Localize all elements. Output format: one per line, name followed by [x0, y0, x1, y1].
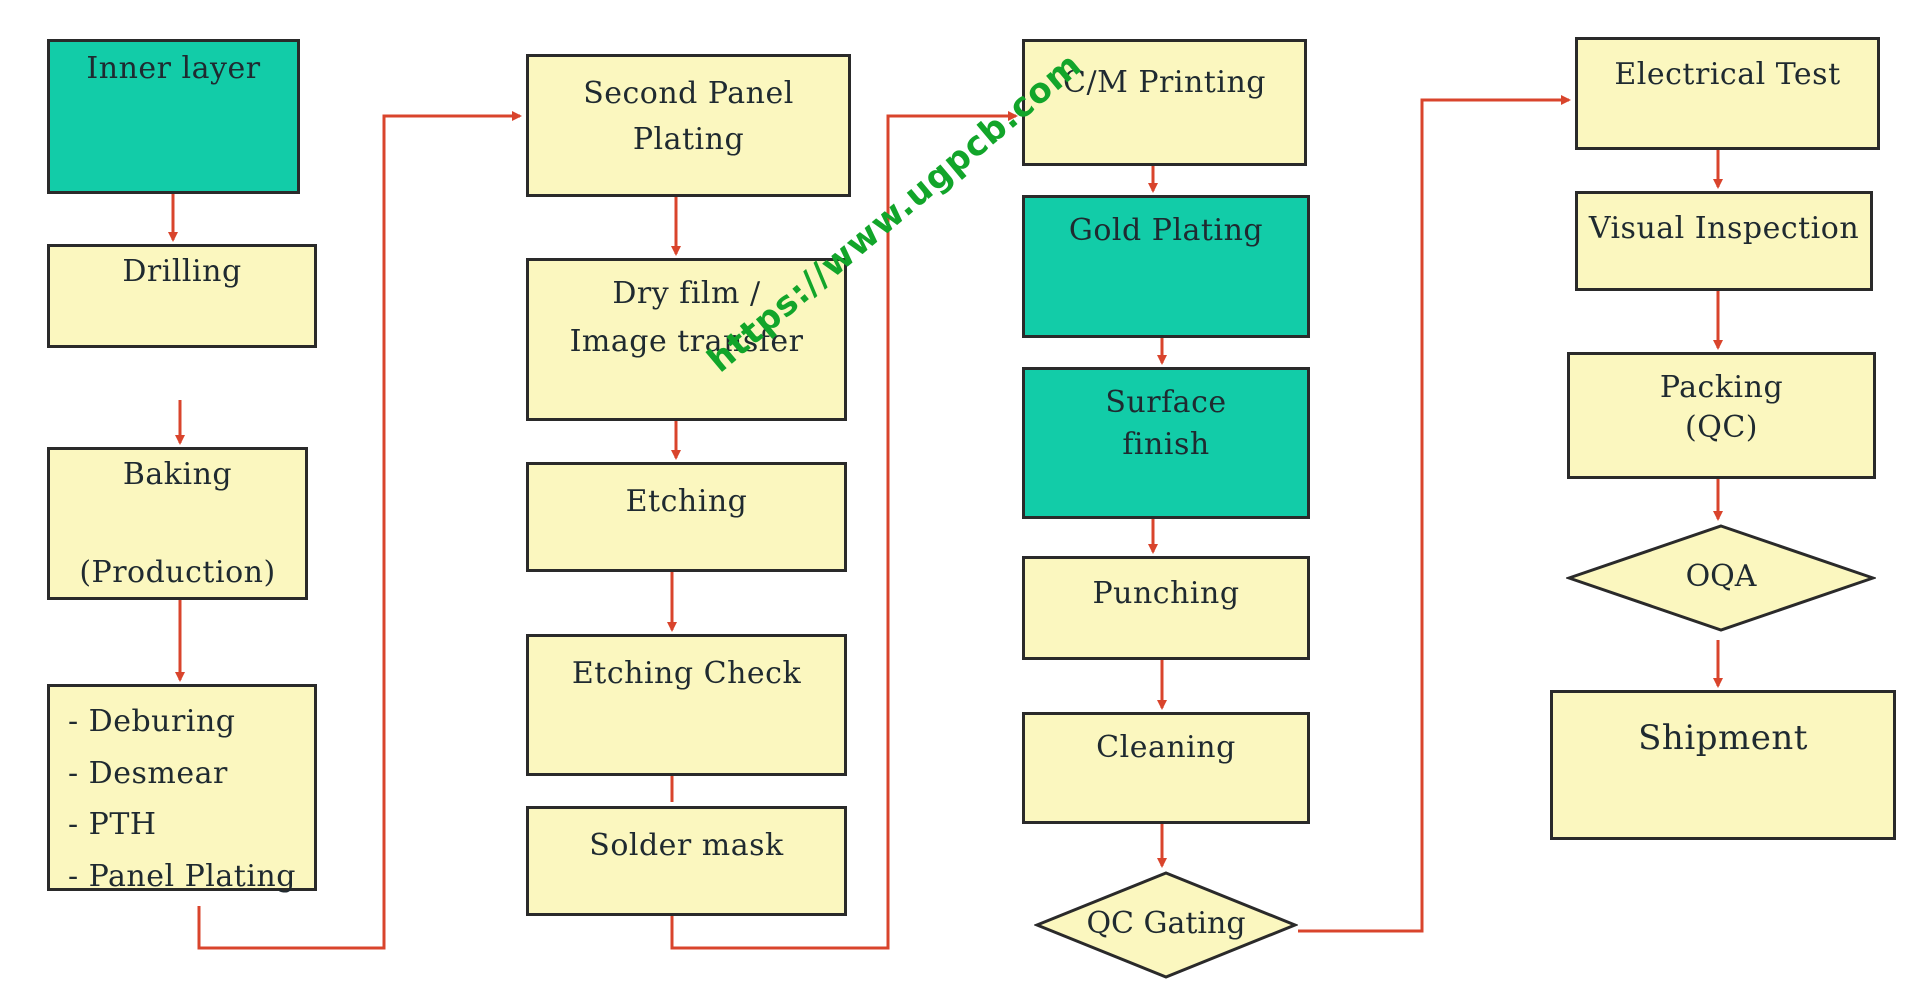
etching-label: Etching: [625, 484, 748, 519]
node-visual-inspection: Visual Inspection: [1575, 191, 1873, 291]
node-qc-gating: QC Gating: [1034, 870, 1298, 980]
node-oqa: OQA: [1566, 523, 1876, 633]
qc-gating-label: QC Gating: [1086, 906, 1246, 941]
arrow-col1-to-second-panel-plating: [197, 111, 522, 950]
node-panel-plating-steps: - Deburing - Desmear - PTH - Panel Plati…: [47, 684, 317, 894]
dry-film-label-2: Image transfer: [569, 323, 804, 359]
etching-check-label: Etching Check: [571, 656, 802, 691]
packing-label-2: (QC): [1685, 409, 1758, 445]
arrow-qc-gating-to-electrical-test: [1298, 95, 1571, 933]
drilling-label: Drilling: [122, 254, 242, 289]
step-desmear: - Desmear: [68, 755, 228, 791]
punching-label: Punching: [1092, 576, 1240, 611]
packing-label-1: Packing: [1659, 370, 1784, 405]
node-shipment: Shipment: [1550, 690, 1896, 840]
node-drilling: Drilling: [47, 244, 317, 348]
arrow-col2-to-cm-printing: [670, 111, 1018, 950]
solder-mask-label: Solder mask: [589, 828, 784, 863]
step-panel-plating: - Panel Plating: [68, 858, 296, 894]
baking-label: Baking: [122, 457, 233, 492]
step-pth: - PTH: [68, 807, 157, 842]
surface-finish-label-2: finish: [1122, 426, 1210, 462]
node-punching: Punching: [1022, 556, 1310, 660]
oqa-diamond: [1566, 524, 1876, 632]
node-packing: Packing (QC): [1567, 352, 1876, 479]
node-gold-plating: Gold Plating: [1022, 195, 1310, 338]
gold-plating-label: Gold Plating: [1068, 213, 1264, 248]
node-electrical-test: Electrical Test: [1575, 37, 1880, 150]
qc-gating-diamond: [1034, 871, 1298, 979]
node-second-panel-plating: Second Panel Plating: [526, 54, 851, 197]
inner-layer-label: Inner layer: [86, 51, 261, 86]
cleaning-label: Cleaning: [1096, 730, 1236, 765]
baking-sub-label: (Production): [79, 555, 276, 590]
node-solder-mask: Solder mask: [526, 806, 847, 916]
node-dry-film: Dry film / Image transfer: [526, 258, 847, 421]
node-cm-printing: C/M Printing: [1022, 39, 1307, 166]
dry-film-label-1: Dry film /: [612, 276, 761, 311]
node-etching-check: Etching Check: [526, 634, 847, 776]
node-baking: Baking (Production): [47, 447, 308, 600]
node-etching: Etching: [526, 462, 847, 572]
node-surface-finish: Surface finish: [1022, 367, 1310, 519]
second-panel-plating-label-1: Second Panel: [583, 76, 794, 111]
second-panel-plating-label-2: Plating: [632, 121, 745, 157]
step-deburing: - Deburing: [68, 704, 236, 739]
node-cleaning: Cleaning: [1022, 712, 1310, 824]
shipment-label: Shipment: [1638, 718, 1808, 758]
node-inner-layer: Inner layer: [47, 39, 300, 194]
oqa-label: OQA: [1685, 559, 1757, 594]
electrical-test-label: Electrical Test: [1614, 57, 1841, 92]
cm-printing-label: C/M Printing: [1063, 65, 1266, 100]
visual-inspection-label: Visual Inspection: [1588, 211, 1860, 246]
surface-finish-label-1: Surface: [1105, 385, 1227, 420]
